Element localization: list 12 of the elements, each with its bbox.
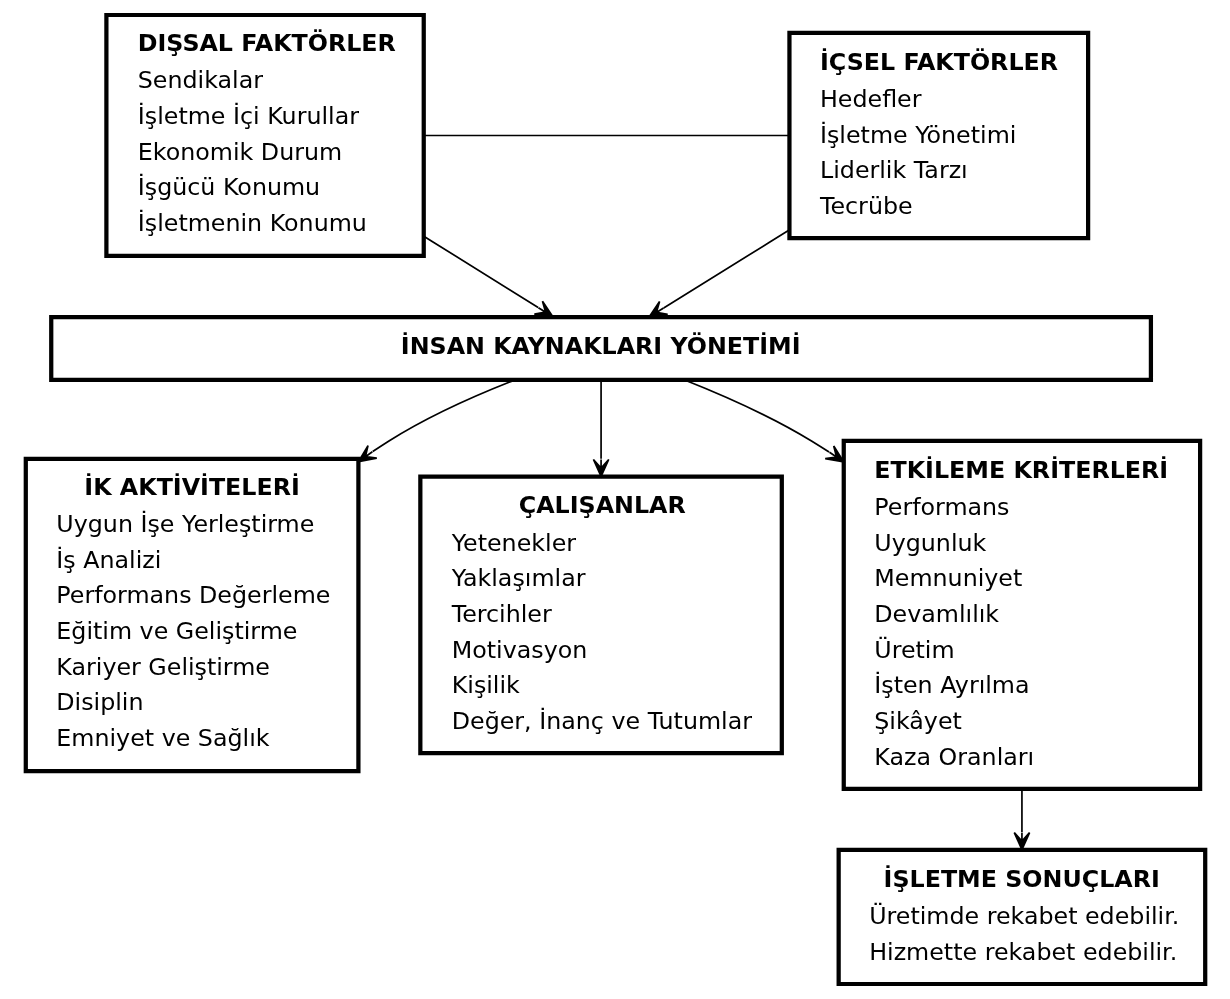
node-box: İŞLETME SONUÇLARI Üretimde rekabet edebilir. Hizmette rekabet edebilir.: [836, 847, 1207, 987]
connector: [422, 134, 790, 137]
arrow: [592, 379, 610, 478]
arrow: [1012, 788, 1030, 851]
arrow: [647, 229, 790, 318]
node-box: ÇALIŞANLAR Yetenekler Yaklaşımlar Tercihler Motivasyon Kişilik Değer, İnanç ve Tutumlar: [417, 474, 784, 756]
arrow: [422, 235, 554, 318]
node-box: DIŞSAL FAKTÖRLER Sendikalar İşletme İçi Kurullar Ekonomik Durum İşgücü Konumu İşletmenin Konumu: [103, 12, 426, 259]
node-box: İÇSEL FAKTÖRLER Hedefler İşletme Yönetimi Liderlik Tarzı Tecrübe: [786, 30, 1090, 241]
node-box: İNSAN KAYNAKLARI YÖNETİMİ: [48, 314, 1153, 382]
node-box: ETKİLEME KRİTERLERİ Performans Uygunluk Memnuniyet Devamlılık Üretim İşten Ayrılma Şikâyet Kaza Oranları: [841, 438, 1202, 791]
node-box: İK AKTİVİTELERİ Uygun İşe Yerleştirme İş Analizi Performans Değerleme Eğitim ve Geliştirme Kariyer Geliştirme Disiplin Emniyet ve Sağlık: [23, 456, 360, 774]
